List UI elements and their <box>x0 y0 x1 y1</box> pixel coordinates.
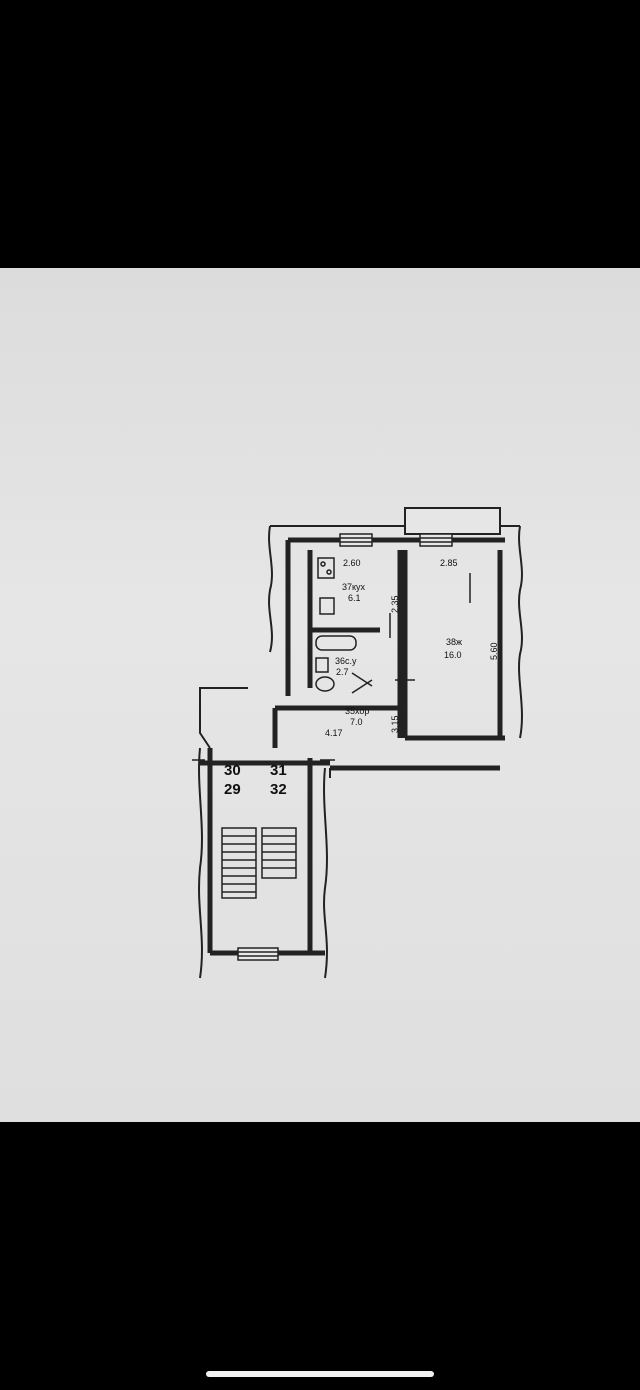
corridor-label: 35хор <box>345 706 369 716</box>
apartment-29: 29 <box>224 781 241 798</box>
floor-plan-drawing <box>192 507 523 979</box>
dim-kitchen-depth: 2.35 <box>390 595 400 613</box>
dim-living-width: 2.85 <box>440 558 458 568</box>
dim-living-depth: 5.60 <box>489 642 499 660</box>
floor-plan-photo: 2.60 37кух 6.1 2.35 36с.у 2.7 35хор 7.0 … <box>0 268 640 1122</box>
dim-kitchen-width: 2.60 <box>343 558 361 568</box>
toilet-area: 2.7 <box>336 667 349 677</box>
apartment-30: 30 <box>224 762 241 779</box>
toilet-label: 36с.у <box>335 656 357 666</box>
kitchen-label: 37кух <box>342 582 366 592</box>
dim-corridor-width: 4.17 <box>325 728 343 738</box>
apartment-31: 31 <box>270 762 287 779</box>
corridor-area: 7.0 <box>350 717 363 727</box>
kitchen-area: 6.1 <box>348 593 361 603</box>
living-label: 38ж <box>446 637 462 647</box>
dim-corridor-depth: 3.15 <box>390 715 400 733</box>
home-indicator[interactable] <box>206 1371 434 1377</box>
apartment-32: 32 <box>270 781 287 798</box>
living-area: 16.0 <box>444 650 462 660</box>
